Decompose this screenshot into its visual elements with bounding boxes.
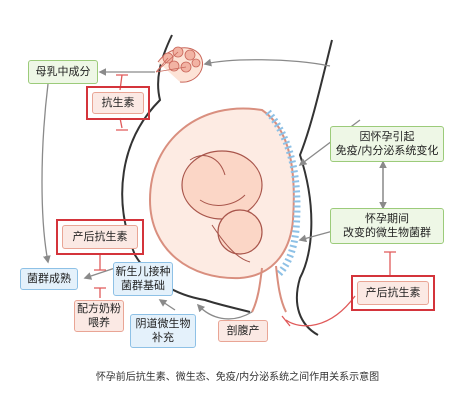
vaginal-canal — [251, 265, 287, 313]
c-section-box: 剖腹产 — [218, 320, 268, 342]
inhibition-lines — [94, 74, 396, 327]
breast-milk-box: 母乳中成分 — [28, 60, 98, 84]
vaginal-microbe-box: 阴道微生物 补充 — [130, 314, 196, 348]
newborn-flora-box: 新生儿接种 菌群基础 — [113, 262, 173, 296]
mammary-gland — [155, 46, 203, 83]
antibiotic-highlight-top — [86, 86, 150, 120]
formula-feeding-box: 配方奶粉 喂养 — [74, 300, 124, 332]
pregnancy-microbe-box: 怀孕期间 改变的微生物菌群 — [330, 208, 444, 244]
diagram-caption: 怀孕前后抗生素、微生态、免疫/内分泌系统之间作用关系示意图 — [95, 372, 380, 383]
fetus — [181, 150, 263, 263]
postpartum-antibiotic-left-highlight — [56, 219, 144, 255]
postpartum-antibiotic-left-box: 产后抗生素 — [62, 225, 138, 249]
postpartum-antibiotic-right-highlight — [351, 275, 435, 311]
flora-maturation-box: 菌群成熟 — [20, 268, 78, 290]
postpartum-antibiotic-right-box: 产后抗生素 — [357, 281, 429, 305]
pregnancy-immune-box: 因怀孕引起 免疫/内分泌系统变化 — [330, 126, 444, 162]
antibiotic-box-top: 抗生素 — [92, 92, 144, 114]
body-back-outline — [295, 39, 333, 336]
